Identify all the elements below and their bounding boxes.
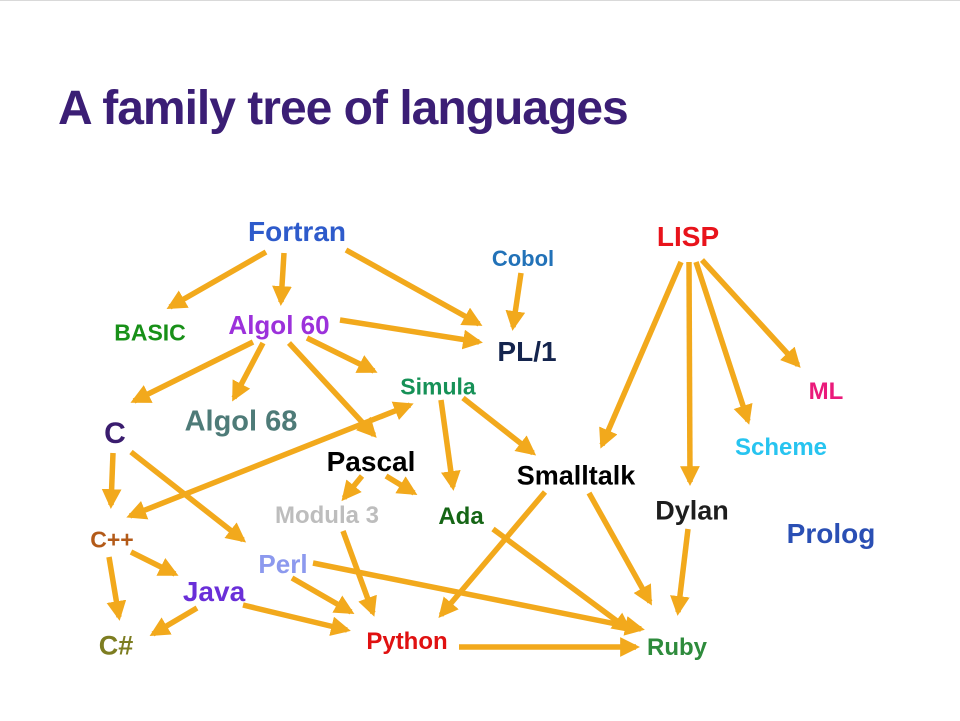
- node-basic-label: BASIC: [114, 319, 186, 346]
- edge-simula-ada-arrow: [438, 399, 461, 491]
- edge-dylan-ruby-arrow: [670, 528, 691, 616]
- edge-cobol-pl1-arrow: [505, 272, 526, 331]
- edge-perl-ruby-arrow: [312, 560, 645, 636]
- edge-lisp-dylan-arrow: [680, 261, 700, 486]
- node-modula3-label: Modula 3: [274, 502, 380, 529]
- node-java-label: Java: [182, 576, 246, 607]
- edge-simula-smalltalk-arrow: [461, 395, 537, 456]
- edge-pascal-modula3-arrow: [341, 474, 365, 502]
- node-simula-label: Simula: [400, 373, 476, 400]
- node-perl-label: Perl: [258, 549, 308, 579]
- node-prolog-label: Prolog: [786, 518, 876, 549]
- edge-algol60-pl1-arrow: [339, 317, 483, 350]
- edge-algol60-c-arrow: [130, 339, 255, 404]
- edge-smalltalk-python-arrow: [438, 490, 548, 619]
- edge-c-perl-arrow: [129, 449, 247, 543]
- edge-fortran-algol60-arrow: [272, 252, 292, 306]
- node-smalltalk-label: Smalltalk: [516, 460, 636, 491]
- node-csharp-label: C#: [98, 630, 134, 661]
- page-title: A family tree of languages: [58, 82, 629, 135]
- node-dylan-label: Dylan: [655, 495, 729, 526]
- node-scheme-label: Scheme: [734, 434, 828, 461]
- edge-java-python-arrow: [242, 602, 351, 636]
- edge-cpp-java-arrow: [129, 549, 179, 577]
- node-pascal-label: Pascal: [326, 446, 416, 477]
- edge-fortran-basic-arrow: [166, 249, 268, 310]
- node-python-label: Python: [366, 628, 448, 655]
- node-ruby-label: Ruby: [647, 634, 707, 661]
- edge-perl-python-arrow: [290, 575, 355, 615]
- node-c-label: C: [104, 417, 126, 450]
- edge-fortran-pl1-arrow: [344, 247, 483, 327]
- edge-lisp-ml-arrow: [699, 258, 801, 368]
- arrow-group: [101, 247, 801, 657]
- node-pl1-label: PL/1: [497, 336, 557, 367]
- edge-algol60-simula-arrow: [305, 335, 378, 374]
- edge-lisp-scheme-arrow: [693, 261, 753, 425]
- node-cobol-label: Cobol: [491, 246, 555, 271]
- edge-modula3-python-arrow: [340, 530, 377, 617]
- edge-algol60-algol68-arrow: [231, 341, 266, 402]
- node-algol68-label: Algol 68: [184, 405, 298, 438]
- node-ada-label: Ada: [438, 503, 484, 530]
- edge-lisp-smalltalk-arrow: [599, 260, 684, 449]
- node-ml-label: ML: [808, 378, 844, 405]
- edge-algol60-pascal-arrow: [286, 341, 377, 438]
- node-algol60-label: Algol 60: [228, 310, 330, 340]
- node-fortran-label: Fortran: [248, 216, 346, 247]
- edge-smalltalk-ruby-arrow: [586, 491, 653, 606]
- edge-cpp-csharp-arrow: [106, 556, 127, 621]
- edge-c-cpp-arrow: [101, 452, 122, 509]
- edge-ada-ruby-arrow: [491, 526, 633, 633]
- node-cpp-label: C++: [90, 526, 134, 553]
- edge-simula-cpp-arrow: [126, 401, 414, 520]
- node-lisp-label: LISP: [656, 221, 720, 252]
- edge-java-csharp-arrow: [149, 605, 199, 637]
- edge-pascal-ada-arrow: [384, 473, 418, 496]
